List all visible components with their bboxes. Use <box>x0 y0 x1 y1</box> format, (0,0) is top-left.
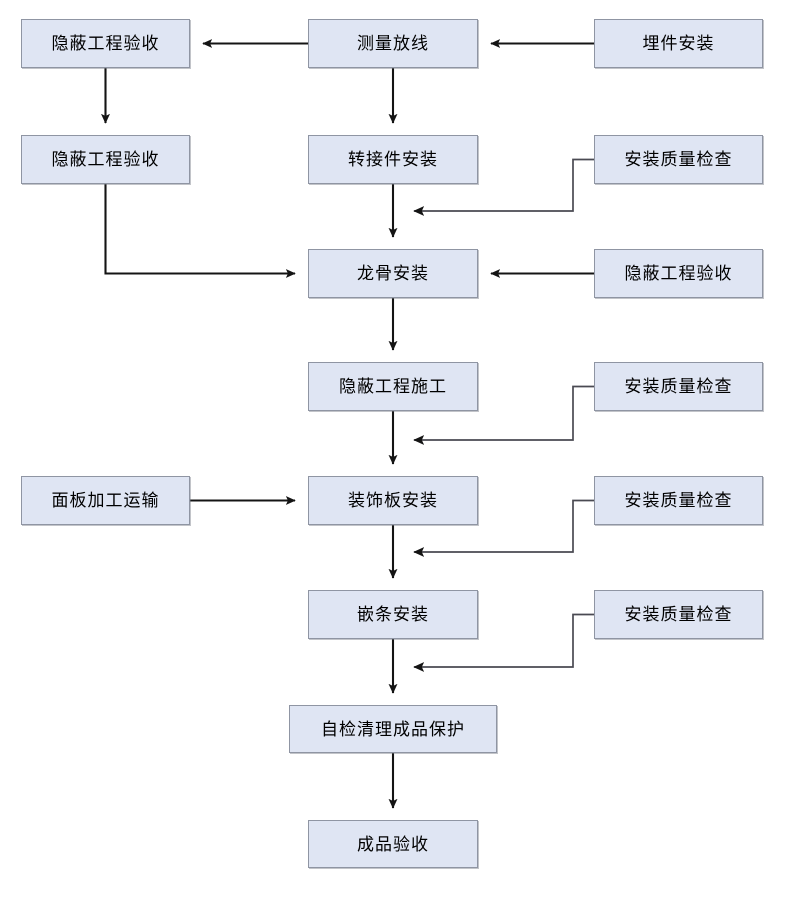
node-label: 埋件安装 <box>642 34 715 53</box>
node-yinbi-gongcheng-shigong[interactable]: 隐蔽工程施工 <box>308 362 478 411</box>
node-chengpin-yanshou[interactable]: 成品验收 <box>308 820 478 868</box>
node-label: 成品验收 <box>357 834 429 854</box>
node-label: 隐蔽工程施工 <box>339 377 447 396</box>
node-maijian-anzhuang[interactable]: 埋件安装 <box>594 19 763 68</box>
node-label: 隐蔽工程验收 <box>624 264 733 283</box>
node-label: 测量放线 <box>357 34 429 53</box>
node-label: 面板加工运输 <box>51 491 160 510</box>
edge-yinbi2-to-longgu <box>104 184 296 278</box>
node-label: 装饰板安装 <box>348 491 438 510</box>
node-zhuangshiban-anzhuang[interactable]: 装饰板安装 <box>308 476 478 525</box>
node-anzhuang-zhiliang-jiancha-1[interactable]: 安装质量检查 <box>594 135 763 184</box>
node-anzhuang-zhiliang-jiancha-2[interactable]: 安装质量检查 <box>594 362 763 411</box>
node-label: 隐蔽工程验收 <box>51 34 160 53</box>
node-label: 隐蔽工程验收 <box>51 150 160 169</box>
node-label: 嵌条安装 <box>357 605 429 624</box>
node-qiantiao-anzhuang[interactable]: 嵌条安装 <box>308 590 478 639</box>
node-label: 安装质量检查 <box>624 377 733 396</box>
node-label: 龙骨安装 <box>357 264 429 283</box>
node-label: 安装质量检查 <box>624 605 733 624</box>
node-yinbi-gongcheng-yanshou-3[interactable]: 隐蔽工程验收 <box>594 249 763 298</box>
node-longgu-anzhuang[interactable]: 龙骨安装 <box>308 249 478 298</box>
node-anzhuang-zhiliang-jiancha-4[interactable]: 安装质量检查 <box>594 590 763 639</box>
node-label: 安装质量检查 <box>624 491 733 510</box>
node-zhuanjiejian-anzhuang[interactable]: 转接件安装 <box>308 135 478 184</box>
node-yinbi-gongcheng-yanshou-1[interactable]: 隐蔽工程验收 <box>21 19 190 68</box>
node-celiang-fangxian[interactable]: 测量放线 <box>308 19 478 68</box>
node-label: 转接件安装 <box>348 150 438 169</box>
node-anzhuang-zhiliang-jiancha-3[interactable]: 安装质量检查 <box>594 476 763 525</box>
node-label: 自检清理成品保护 <box>321 719 465 739</box>
node-yinbi-gongcheng-yanshou-2[interactable]: 隐蔽工程验收 <box>21 135 190 184</box>
node-mianban-jiagong-yunshu[interactable]: 面板加工运输 <box>21 476 190 525</box>
node-zijian-qingli-chengpin-baohu[interactable]: 自检清理成品保护 <box>289 705 497 753</box>
node-label: 安装质量检查 <box>624 150 733 169</box>
